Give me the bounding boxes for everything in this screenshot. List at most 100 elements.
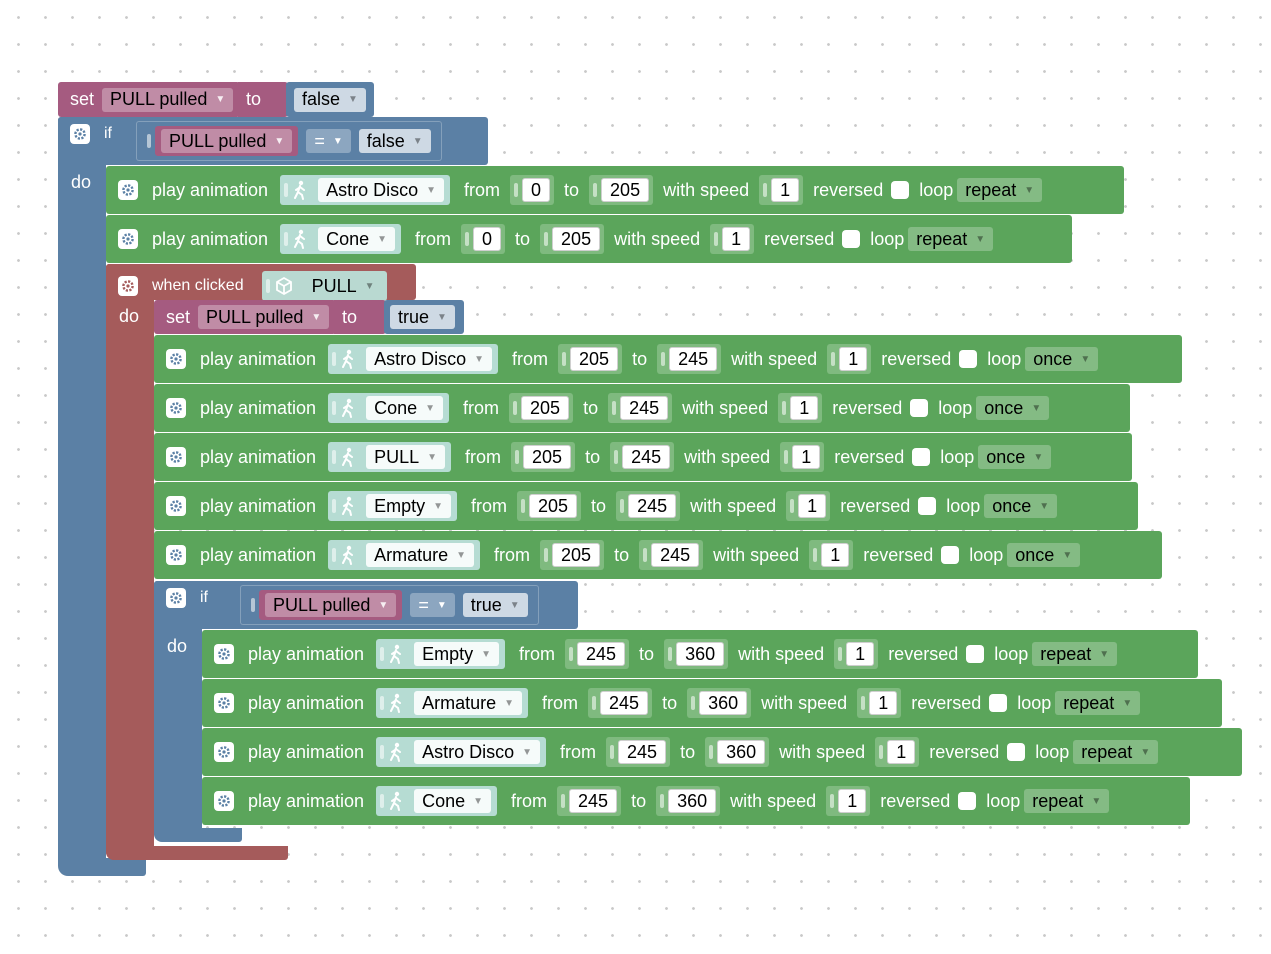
when-clicked-mesh-slot[interactable]: PULL▼ xyxy=(261,271,387,301)
animation-gear-icon[interactable] xyxy=(214,791,234,811)
to-slot[interactable]: 245 xyxy=(610,442,675,472)
speed-number-field[interactable]: 1 xyxy=(839,347,868,371)
mesh-dropdown[interactable]: Cone▼ xyxy=(414,789,492,813)
play-animation-block[interactable]: play animation Cone▼ from 0 to 205 with … xyxy=(106,215,1072,263)
outer-if-value-dropdown[interactable]: false▼ xyxy=(358,129,431,153)
mesh-slot[interactable]: Armature▼ xyxy=(328,540,481,570)
to-slot[interactable]: 360 xyxy=(664,639,729,669)
animation-gear-icon[interactable] xyxy=(118,180,138,200)
from-slot[interactable]: 0 xyxy=(461,224,506,254)
speed-slot[interactable]: 1 xyxy=(710,224,755,254)
inner-set-value-dropdown[interactable]: true▼ xyxy=(390,305,455,329)
inner-set-variable-dropdown[interactable]: PULL pulled▼ xyxy=(198,305,330,329)
mesh-dropdown[interactable]: Armature▼ xyxy=(414,691,523,715)
from-number-field[interactable]: 245 xyxy=(569,789,618,813)
to-number-field[interactable]: 205 xyxy=(552,227,601,251)
from-number-field[interactable]: 205 xyxy=(523,445,572,469)
to-number-field[interactable]: 360 xyxy=(676,642,725,666)
to-number-field[interactable]: 245 xyxy=(628,494,677,518)
loop-dropdown[interactable]: repeat▼ xyxy=(1024,789,1110,813)
from-number-field[interactable]: 205 xyxy=(552,543,601,567)
play-animation-block[interactable]: play animation Armature▼ from 205 to 245… xyxy=(154,531,1162,579)
play-animation-block[interactable]: play animation PULL▼ from 205 to 245 wit… xyxy=(154,433,1132,481)
mesh-slot[interactable]: Astro Disco▼ xyxy=(280,175,451,205)
play-animation-block[interactable]: play animation Cone▼ from 245 to 360 wit… xyxy=(202,777,1190,825)
outer-if-variable-dropdown[interactable]: PULL pulled▼ xyxy=(161,129,293,153)
to-number-field[interactable]: 245 xyxy=(669,347,718,371)
mesh-dropdown[interactable]: Empty▼ xyxy=(366,494,451,518)
from-slot[interactable]: 245 xyxy=(565,639,630,669)
from-slot[interactable]: 205 xyxy=(517,491,582,521)
speed-slot[interactable]: 1 xyxy=(826,786,871,816)
animation-gear-icon[interactable] xyxy=(214,644,234,664)
from-slot[interactable]: 205 xyxy=(511,442,576,472)
to-slot[interactable]: 245 xyxy=(608,393,673,423)
inner-set-variable-block[interactable]: set PULL pulled▼ xyxy=(154,300,336,334)
speed-slot[interactable]: 1 xyxy=(834,639,879,669)
outer-if-gear-icon[interactable] xyxy=(70,124,90,144)
play-animation-block[interactable]: play animation Armature▼ from 245 to 360… xyxy=(202,679,1222,727)
to-slot[interactable]: 245 xyxy=(639,540,704,570)
reversed-checkbox[interactable] xyxy=(918,497,937,515)
from-number-field[interactable]: 205 xyxy=(570,347,619,371)
reversed-checkbox[interactable] xyxy=(842,230,861,248)
reversed-checkbox[interactable] xyxy=(912,448,931,466)
speed-slot[interactable]: 1 xyxy=(780,442,825,472)
inner-if-variable-dropdown[interactable]: PULL pulled▼ xyxy=(265,593,397,617)
outer-if-variable-getter[interactable]: PULL pulled▼ xyxy=(155,126,299,156)
from-slot[interactable]: 245 xyxy=(557,786,622,816)
reversed-checkbox[interactable] xyxy=(941,546,960,564)
from-slot[interactable]: 245 xyxy=(606,737,671,767)
mesh-dropdown[interactable]: Cone▼ xyxy=(318,227,396,251)
inner-if-condition-slot[interactable]: PULL pulled▼ =▼ true▼ xyxy=(240,585,539,625)
speed-number-field[interactable]: 1 xyxy=(798,494,827,518)
reversed-checkbox[interactable] xyxy=(959,350,978,368)
mesh-slot[interactable]: Armature▼ xyxy=(376,688,529,718)
mesh-dropdown[interactable]: Empty▼ xyxy=(414,642,499,666)
play-animation-block[interactable]: play animation Astro Disco▼ from 205 to … xyxy=(154,335,1182,383)
reversed-checkbox[interactable] xyxy=(958,792,977,810)
mesh-slot[interactable]: Astro Disco▼ xyxy=(376,737,547,767)
from-slot[interactable]: 0 xyxy=(510,175,555,205)
to-slot[interactable]: 360 xyxy=(656,786,721,816)
to-slot[interactable]: 205 xyxy=(589,175,654,205)
speed-number-field[interactable]: 1 xyxy=(792,445,821,469)
from-number-field[interactable]: 245 xyxy=(577,642,626,666)
speed-slot[interactable]: 1 xyxy=(827,344,872,374)
speed-number-field[interactable]: 1 xyxy=(790,396,819,420)
to-slot[interactable]: 360 xyxy=(705,737,770,767)
to-slot[interactable]: 205 xyxy=(540,224,605,254)
animation-gear-icon[interactable] xyxy=(118,229,138,249)
top-set-variable-block[interactable]: set PULL pulled▼ xyxy=(58,82,240,117)
inner-if-operator-dropdown[interactable]: =▼ xyxy=(410,593,455,617)
to-number-field[interactable]: 245 xyxy=(651,543,700,567)
mesh-slot[interactable]: Empty▼ xyxy=(376,639,505,669)
loop-dropdown[interactable]: once▼ xyxy=(1025,347,1099,371)
to-slot[interactable]: 360 xyxy=(687,688,752,718)
to-number-field[interactable]: 360 xyxy=(699,691,748,715)
from-number-field[interactable]: 245 xyxy=(618,740,667,764)
to-number-field[interactable]: 360 xyxy=(717,740,766,764)
animation-gear-icon[interactable] xyxy=(166,398,186,418)
inner-if-variable-getter[interactable]: PULL pulled▼ xyxy=(259,590,403,620)
animation-gear-icon[interactable] xyxy=(166,349,186,369)
mesh-slot[interactable]: Cone▼ xyxy=(328,393,450,423)
mesh-dropdown[interactable]: Armature▼ xyxy=(366,543,475,567)
play-animation-block[interactable]: play animation Empty▼ from 245 to 360 wi… xyxy=(202,630,1198,678)
animation-gear-icon[interactable] xyxy=(166,447,186,467)
to-number-field[interactable]: 205 xyxy=(601,178,650,202)
mesh-dropdown[interactable]: Cone▼ xyxy=(366,396,444,420)
inner-set-value-block[interactable]: true▼ xyxy=(384,300,464,334)
play-animation-block[interactable]: play animation Cone▼ from 205 to 245 wit… xyxy=(154,384,1130,432)
animation-gear-icon[interactable] xyxy=(214,742,234,762)
speed-number-field[interactable]: 1 xyxy=(887,740,916,764)
play-animation-block[interactable]: play animation Astro Disco▼ from 0 to 20… xyxy=(106,166,1124,214)
inner-if-value-dropdown[interactable]: true▼ xyxy=(462,593,528,617)
from-slot[interactable]: 205 xyxy=(509,393,574,423)
from-number-field[interactable]: 0 xyxy=(522,178,551,202)
loop-dropdown[interactable]: once▼ xyxy=(984,494,1058,518)
inner-if-gear-icon[interactable] xyxy=(166,588,186,608)
to-number-field[interactable]: 360 xyxy=(668,789,717,813)
loop-dropdown[interactable]: once▼ xyxy=(978,445,1052,469)
top-set-variable-dropdown[interactable]: PULL pulled▼ xyxy=(102,87,234,112)
